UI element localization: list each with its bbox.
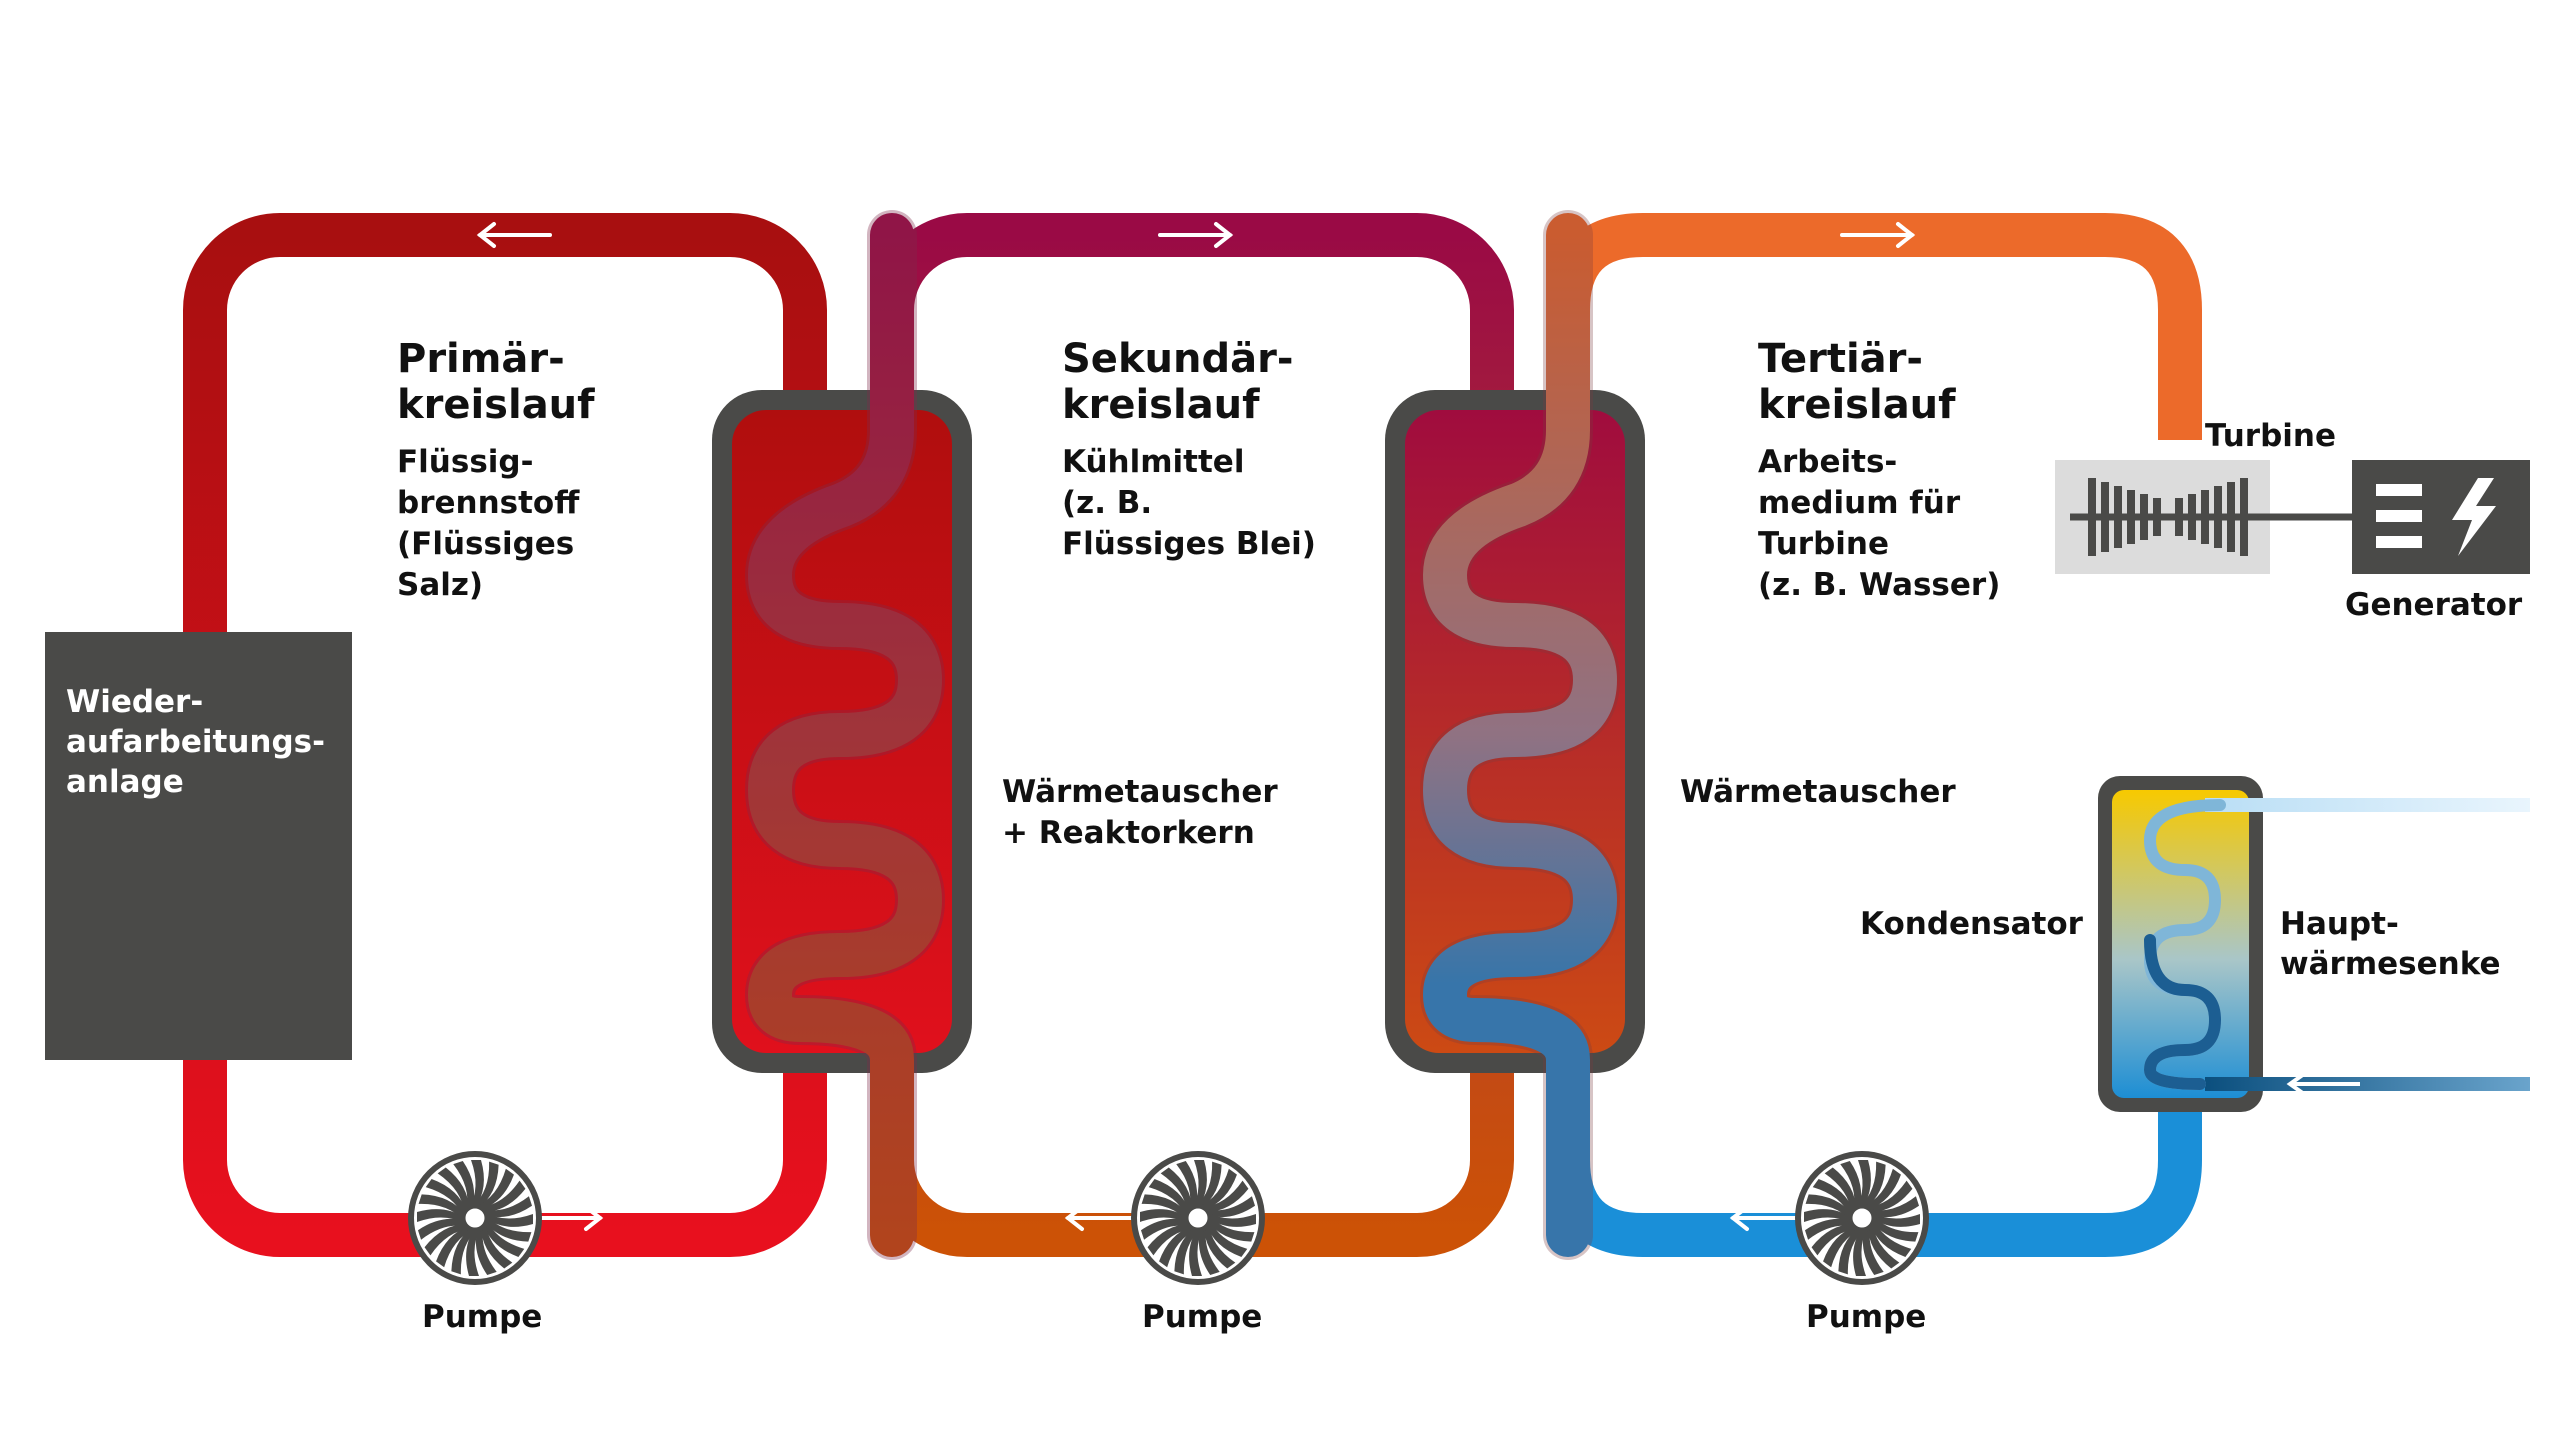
secondary-title-2: kreislauf [1062,382,1260,428]
pump-2 [1131,1151,1265,1285]
generator: Generator [2345,460,2530,623]
condenser: Kondensator Haupt- wärmesenke [1860,776,2530,1112]
heat-sink-label-1: Haupt- [2280,906,2399,942]
tertiary-desc-1: Arbeits- [1758,444,1897,480]
primary-loop-labels: Primär- kreislauf Flüssig- brennstoff (F… [397,336,595,603]
generator-label: Generator [2345,587,2523,623]
condenser-label: Kondensator [1860,906,2084,942]
reprocessing-label-3: anlage [66,764,184,800]
pump-3-label: Pumpe [1806,1299,1926,1335]
primary-desc-2: brennstoff [397,485,580,521]
arrow-left-icon [476,222,552,248]
exchanger-core-label-2: + Reaktorkern [1002,815,1255,851]
turbine-blades-icon [2088,478,2248,556]
primary-title-2: kreislauf [397,382,595,428]
reprocessing-label-1: Wieder- [66,684,203,720]
exchanger-label: Wärmetauscher [1680,774,1956,810]
primary-desc-4: Salz) [397,567,483,603]
pump-2-label: Pumpe [1142,1299,1262,1335]
pump-fan-icon [1140,1160,1256,1276]
tertiary-title-1: Tertiär- [1758,336,1923,382]
heat-sink-inlet-pipe [2205,798,2530,812]
tertiary-desc-4: (z. B. Wasser) [1758,567,2000,603]
pump-1 [408,1151,542,1285]
primary-title-1: Primär- [397,336,565,382]
pump-3 [1795,1151,1929,1285]
pump-hub [1183,1203,1213,1233]
arrow-left-icon [1064,1205,1140,1231]
heat-exchanger-core-coil [748,213,942,1257]
lines-icon [2376,484,2422,548]
pump-fan-icon [417,1160,533,1276]
primary-desc-3: (Flüssiges [397,526,574,562]
exchanger-core-label-1: Wärmetauscher [1002,774,1278,810]
reprocessing-plant: Wieder- aufarbeitungs- anlage [45,632,352,1060]
heat-exchanger-core [712,210,972,1260]
turbine-label: Turbine [2205,418,2336,454]
tertiary-title-2: kreislauf [1758,382,1956,428]
reprocessing-label-2: aufarbeitungs- [66,724,325,760]
secondary-desc-1: Kühlmittel [1062,444,1244,480]
pump-hub [460,1203,490,1233]
primary-desc-1: Flüssig- [397,444,533,480]
heat-sink-outlet-pipe [2205,1077,2530,1091]
heat-exchanger-coil [1423,213,1617,1257]
pump-fan-icon [1804,1160,1920,1276]
arrow-right-icon [1840,222,1916,248]
arrow-right-icon [1158,222,1234,248]
secondary-desc-3: Flüssiges Blei) [1062,526,1316,562]
heat-sink-label-2: wärmesenke [2280,946,2501,982]
secondary-desc-2: (z. B. [1062,485,1152,521]
turbine: Turbine [2055,418,2360,574]
heat-exchanger [1385,210,1645,1260]
tertiary-loop-labels: Tertiär- kreislauf Arbeits- medium für T… [1758,336,2000,603]
secondary-title-1: Sekundär- [1062,336,1293,382]
lightning-bolt-icon [2452,478,2496,556]
pump-1-label: Pumpe [422,1299,542,1335]
arrow-left-icon [2286,1072,2360,1096]
tertiary-desc-3: Turbine [1758,526,1889,562]
arrow-left-icon [1729,1205,1805,1231]
pump-hub [1847,1203,1877,1233]
tertiary-desc-2: medium für [1758,485,1961,521]
secondary-loop-labels: Sekundär- kreislauf Kühlmittel (z. B. Fl… [1062,336,1316,562]
